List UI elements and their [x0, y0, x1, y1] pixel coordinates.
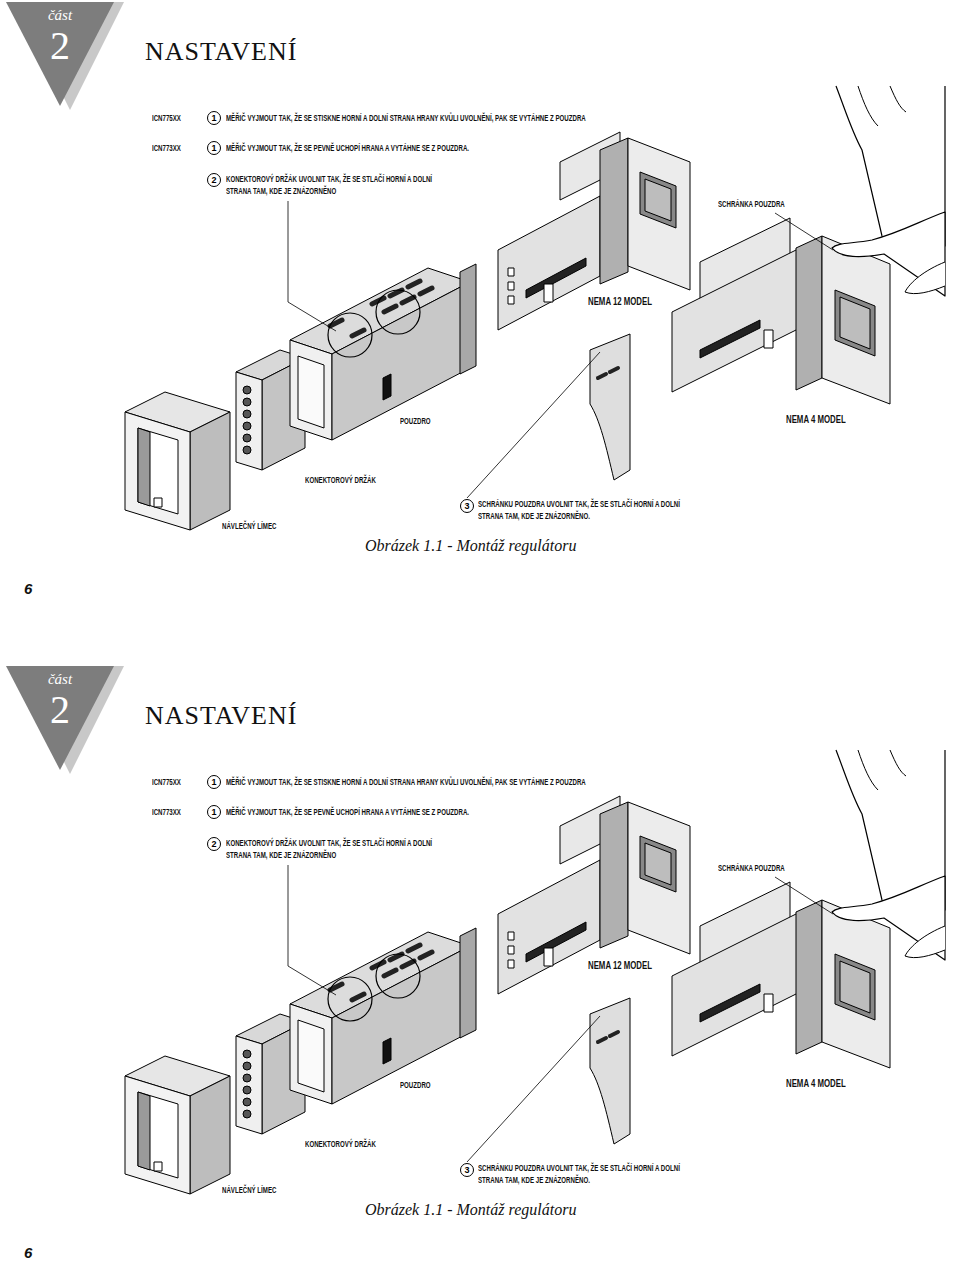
callout-number: 3 — [464, 1166, 469, 1175]
part-label: NEMA 4 MODEL — [786, 1076, 846, 1091]
part-label: KONEKTOROVÝ DRŽÁK UVOLNIT TAK, ŽE SE STL… — [226, 838, 444, 861]
part-label: SCHRÁNKU POUZDRA UVOLNIT TAK, ŽE SE STLA… — [478, 499, 696, 522]
part-label: ICN775XX — [152, 777, 181, 789]
callout-number: 1 — [211, 114, 216, 123]
callout-circle: 1 — [207, 111, 221, 125]
callout-circle: 2 — [207, 837, 221, 851]
section-word: část — [6, 671, 114, 688]
part-label: NEMA 4 MODEL — [786, 412, 846, 427]
part-label: KONEKTOROVÝ DRŽÁK UVOLNIT TAK, ŽE SE STL… — [226, 174, 444, 197]
part-label: MĚŘIČ VYJMOUT TAK, ŽE SE PEVNĚ UCHOPÍ HR… — [226, 807, 469, 819]
part-label: KONEKTOROVÝ DRŽÁK — [305, 1139, 376, 1151]
part-label: POUZDRO — [400, 1080, 431, 1092]
part-label: ICN773XX — [152, 807, 181, 819]
part-label: SCHRÁNKA POUZDRA — [718, 863, 785, 875]
callout-number: 1 — [211, 808, 216, 817]
part-label: KONEKTOROVÝ DRŽÁK — [305, 475, 376, 487]
callout-number: 2 — [211, 840, 216, 849]
page-number: 6 — [24, 580, 32, 598]
callout-circle: 1 — [207, 805, 221, 819]
section-number: 2 — [6, 26, 114, 66]
callout-circle: 3 — [460, 499, 474, 513]
part-label: SCHRÁNKU POUZDRA UVOLNIT TAK, ŽE SE STLA… — [478, 1163, 696, 1186]
section-word: část — [6, 7, 114, 24]
assembly-drawing-copy — [125, 750, 945, 1194]
section-number: 2 — [6, 690, 114, 730]
part-label: MĚŘIČ VYJMOUT TAK, ŽE SE PEVNĚ UCHOPÍ HR… — [226, 143, 469, 155]
section-title: NASTAVENÍ — [145, 36, 297, 67]
callout-circle: 1 — [207, 775, 221, 789]
page-number: 6 — [24, 1244, 32, 1261]
section-triangle: část 2 — [6, 2, 124, 110]
part-label: ICN775XX — [152, 113, 181, 125]
section-triangle: část 2 — [6, 666, 124, 774]
triangle-fill — [6, 666, 114, 770]
figure-caption: Obrázek 1.1 - Montáž regulátoru — [365, 1200, 576, 1219]
section-title: NASTAVENÍ — [145, 700, 297, 731]
callout-number: 1 — [211, 144, 216, 153]
assembly-drawing-copy — [125, 86, 945, 530]
part-label: NEMA 12 MODEL — [588, 958, 652, 973]
callout-circle: 2 — [207, 173, 221, 187]
callout-number: 1 — [211, 778, 216, 787]
part-label: POUZDRO — [400, 416, 431, 428]
callout-number: 2 — [211, 176, 216, 185]
callout-circle: 1 — [207, 141, 221, 155]
part-label: MĚŘIČ VYJMOUT TAK, ŽE SE STISKNE HORNÍ A… — [226, 777, 586, 789]
part-label: NEMA 12 MODEL — [588, 294, 652, 309]
part-label: ICN773XX — [152, 143, 181, 155]
part-label: MĚŘIČ VYJMOUT TAK, ŽE SE STISKNE HORNÍ A… — [226, 113, 586, 125]
part-label: NÁVLEČNÝ LÍMEC — [222, 1185, 276, 1197]
callout-circle: 3 — [460, 1163, 474, 1177]
triangle-fill — [6, 2, 114, 106]
callout-number: 3 — [464, 502, 469, 511]
part-label: NÁVLEČNÝ LÍMEC — [222, 521, 276, 533]
figure-caption: Obrázek 1.1 - Montáž regulátoru — [365, 536, 576, 555]
part-label: SCHRÁNKA POUZDRA — [718, 199, 785, 211]
